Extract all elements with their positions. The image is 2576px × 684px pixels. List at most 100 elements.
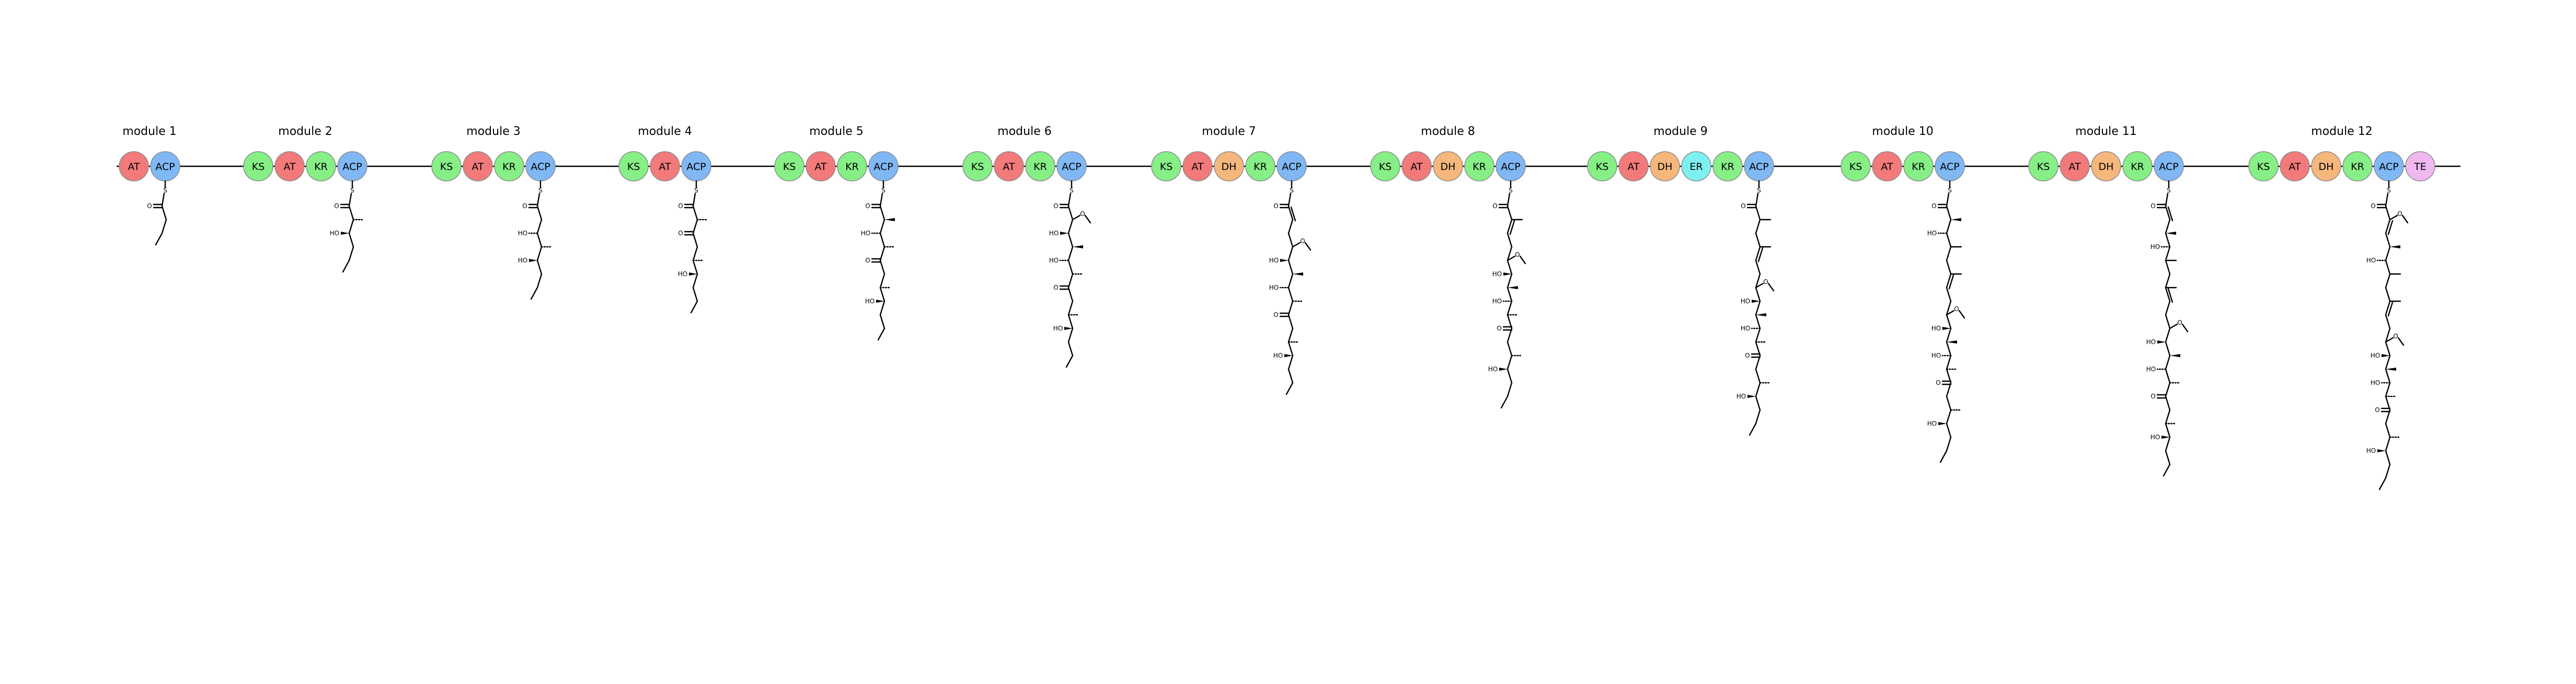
chain-bond: [2165, 450, 2171, 465]
domain-label: KS: [1379, 161, 1392, 173]
domain-label: AT: [472, 161, 484, 173]
hydroxyl-wedge: [1942, 327, 1951, 330]
domain-at: AT: [806, 151, 836, 181]
domain-circle: [1151, 151, 1181, 181]
chain-bond: [1946, 327, 1952, 343]
terminal-bond: [342, 259, 350, 273]
domain-label: KS: [2037, 161, 2050, 173]
hydroxyl-label: HO: [1049, 257, 1059, 264]
domain-label: KS: [1596, 161, 1609, 173]
methyl-wedge: [2170, 354, 2180, 357]
chain-bond: [1946, 232, 1952, 248]
chain-bond: [2385, 355, 2391, 370]
domain-label: DH: [2319, 161, 2334, 173]
chain-bond: [2385, 219, 2391, 234]
double-bond: [1290, 206, 1296, 222]
module-title: module 12: [2311, 125, 2372, 138]
ketone-oxygen: O: [2375, 406, 2379, 414]
hydroxyl-label: HO: [2146, 366, 2156, 373]
terminal-bond: [155, 232, 163, 246]
domain-label: ACP: [1282, 161, 1301, 173]
domain-at: AT: [994, 151, 1024, 181]
sulfur-atom: S: [163, 187, 167, 194]
domain-label: ACP: [531, 161, 550, 173]
methyl-wedge: [2386, 368, 2396, 371]
domain-acp: ACP: [681, 151, 711, 181]
domain-label: AT: [1881, 161, 1893, 173]
chain-bond: [2165, 395, 2171, 411]
chain-bond: [2385, 463, 2391, 479]
domain-circle: [1587, 151, 1617, 181]
ketone-oxygen: O: [865, 257, 870, 264]
domain-acp: ACP: [2374, 151, 2404, 181]
chain-bond: [1506, 368, 1513, 384]
carbonyl-oxygen: O: [2371, 202, 2375, 210]
chain-bond: [1755, 205, 1761, 221]
methoxy-methyl: [2397, 337, 2405, 346]
domain-circle: [1712, 151, 1743, 181]
chain-bond: [692, 219, 698, 234]
terminal-bond: [690, 300, 698, 314]
chain-bond: [692, 273, 698, 289]
hydroxyl-wedge: [1284, 354, 1293, 357]
chain-bond: [2385, 409, 2391, 425]
methyl-wedge: [2166, 232, 2176, 235]
ketone-oxygen: O: [2150, 393, 2155, 400]
double-bond: [1509, 220, 1515, 235]
methoxy-oxygen: O: [1515, 251, 1520, 258]
chain-bond: [348, 205, 354, 221]
domain-circle: [994, 151, 1024, 181]
domain-acp: ACP: [2154, 151, 2184, 181]
carbonyl-oxygen: O: [2150, 202, 2155, 210]
ketone-oxygen: O: [1745, 352, 1750, 359]
domain-label: ACP: [873, 161, 893, 173]
methoxy-methyl: [1519, 255, 1526, 265]
chain-bond: [2165, 436, 2171, 452]
domain-label: AT: [2288, 161, 2301, 173]
hydroxyl-label: HO: [1269, 257, 1279, 264]
methoxy-methyl: [1958, 310, 1965, 319]
domain-label: KS: [971, 161, 984, 173]
domain-label: KR: [502, 161, 516, 173]
double-bond: [2167, 288, 2174, 303]
chain-bond: [1506, 219, 1513, 234]
chain-bond: [1067, 300, 1074, 316]
chain-bond: [2385, 300, 2391, 316]
hydroxyl-wedge: [1747, 395, 1756, 398]
chain-bond: [1755, 219, 1761, 234]
hydroxyl-wedge: [689, 272, 697, 276]
terminal-bond: [2378, 477, 2387, 491]
chain-bond: [536, 219, 543, 234]
hydroxyl-label: HO: [1927, 420, 1937, 427]
hydroxyl-label: HO: [2150, 434, 2160, 441]
domain-kr: KR: [1464, 151, 1494, 181]
chain-bond: [536, 273, 543, 289]
thioester-bond: [1287, 192, 1292, 207]
domain-circle: [1681, 151, 1711, 181]
chain-bond: [879, 219, 886, 234]
chain-bond: [2165, 300, 2171, 316]
sulfur-atom: S: [694, 187, 698, 194]
chain-bond: [1755, 341, 1761, 357]
domain-dh: DH: [1650, 151, 1680, 181]
ketone-oxygen: O: [1936, 379, 1940, 386]
carbonyl-oxygen: O: [1492, 202, 1497, 210]
hydroxyl-wedge: [1280, 259, 1289, 262]
domain-ks: KS: [1587, 151, 1617, 181]
hydroxyl-wedge: [876, 300, 884, 303]
chain-bond: [1506, 314, 1513, 329]
domain-circle: [431, 151, 462, 181]
domain-kr: KR: [2342, 151, 2373, 181]
domain-at: AT: [1182, 151, 1213, 181]
domain-circle: [2091, 151, 2121, 181]
domain-circle: [494, 151, 524, 181]
domain-dh: DH: [2311, 151, 2341, 181]
domain-circle: [1872, 151, 1902, 181]
chain-bond: [2385, 341, 2391, 357]
methoxy-methyl: [1767, 282, 1775, 292]
domain-label: AT: [1003, 161, 1015, 173]
